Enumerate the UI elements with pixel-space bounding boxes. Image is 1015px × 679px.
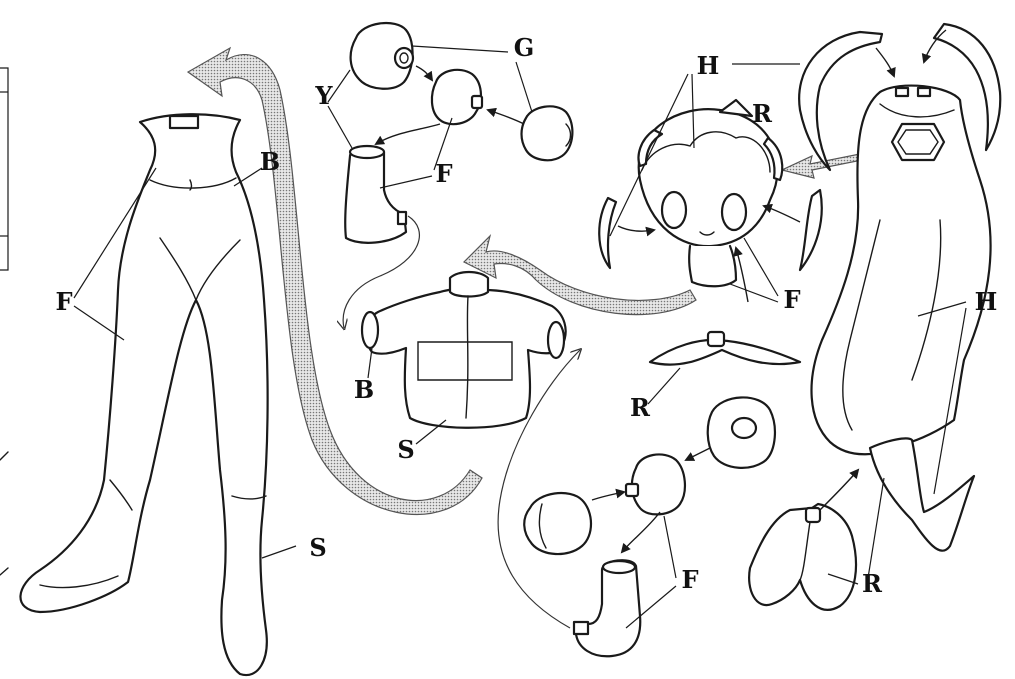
- neck-arrow: [736, 248, 748, 302]
- label-f-head: F: [783, 288, 800, 312]
- label-f-arm: F: [435, 162, 452, 186]
- upper-arm-assembly: [345, 23, 572, 243]
- hair-back-part: [812, 86, 991, 455]
- front-bow-part: [749, 470, 858, 610]
- label-f-lower-arm: F: [681, 568, 698, 592]
- lower-arm-assembly: [524, 397, 775, 656]
- label-b-shirt: B: [354, 378, 374, 402]
- side-hair-left-part: [599, 198, 654, 268]
- label-r-bow: R: [862, 572, 882, 596]
- label-h-hair-top: H: [697, 54, 720, 78]
- label-b-legs: B: [260, 150, 280, 174]
- label-s-shirt: S: [397, 438, 414, 462]
- label-h-hair-back: H: [975, 290, 998, 314]
- label-s-boots: S: [309, 536, 326, 560]
- label-r-head: R: [752, 102, 772, 126]
- left-edge-frame: [0, 68, 8, 575]
- ribbon-part: [650, 332, 800, 365]
- label-f-legs: F: [55, 290, 72, 314]
- lower-body-part: [20, 114, 267, 675]
- side-hair-right-part: [764, 190, 822, 270]
- label-g-hands: G: [514, 36, 535, 60]
- label-y-arm: Y: [315, 84, 332, 108]
- shirt-part: [362, 272, 566, 428]
- hair-tail-end-part: [870, 438, 974, 550]
- label-r-ribbon: R: [630, 396, 650, 420]
